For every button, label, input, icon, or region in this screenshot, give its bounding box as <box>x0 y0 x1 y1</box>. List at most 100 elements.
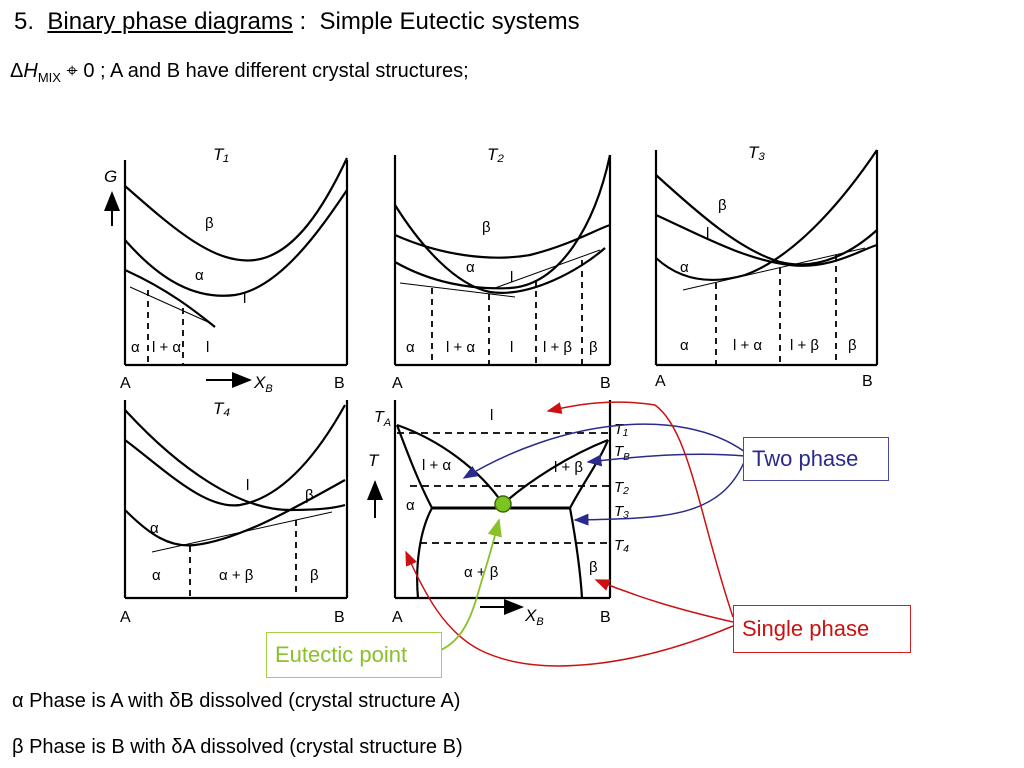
single-phase-arrow-beta <box>594 579 734 623</box>
p4-b: B <box>334 609 345 626</box>
p2-region-1: α <box>406 339 415 356</box>
pd-ta: TA <box>374 409 391 429</box>
alpha-note-text2: B dissolved (crystal structure A) <box>180 690 461 712</box>
eutectic-arrow <box>435 518 502 653</box>
two-phase-arrow-l-beta <box>586 453 746 467</box>
solidus-left <box>395 424 433 509</box>
p2-alpha: α <box>466 259 475 276</box>
p2-region-2: l + α <box>446 339 475 356</box>
p1-xb: XB <box>253 373 273 395</box>
p2-a: A <box>392 375 403 392</box>
curve-liquid <box>655 213 878 267</box>
p3-region-2: l + α <box>733 337 762 354</box>
curve-beta <box>124 409 346 512</box>
p2-b: B <box>600 375 611 392</box>
tangent-left <box>399 282 516 298</box>
g-axis-label: G <box>104 167 117 186</box>
pd-tb: TB <box>614 443 630 463</box>
title-underlined: Binary phase diagrams <box>47 8 293 35</box>
p1-liquid: l <box>243 290 246 307</box>
p1-region-3: l <box>206 339 209 356</box>
pd-liquid: l <box>490 407 493 424</box>
common-tangent <box>129 286 209 323</box>
eutectic-point-marker <box>494 495 512 513</box>
solidus-right <box>569 439 610 509</box>
t-axis-label: T <box>368 451 380 470</box>
pd-alpha: α <box>406 497 415 514</box>
p3-region-4: β <box>848 337 857 354</box>
single-phase-label: Single phase <box>733 605 911 653</box>
pd-t2: T₂ <box>614 479 629 496</box>
p3-a: A <box>655 373 666 390</box>
tangent-right <box>494 249 601 289</box>
curve-alpha <box>124 189 348 297</box>
delta-symbol: Δ <box>10 60 24 82</box>
panel-phase-diagram <box>393 400 612 600</box>
pd-alpha-beta: α + β <box>464 564 499 581</box>
alpha-note-text1: Phase is A with <box>29 690 164 712</box>
p4-region-3: β <box>310 567 319 584</box>
p3-b: B <box>862 373 873 390</box>
p4-liquid: l <box>246 477 249 494</box>
p4-beta: β <box>305 487 314 504</box>
p1-temp: T₁ <box>213 145 229 164</box>
p1-alpha: α <box>195 267 204 284</box>
two-phase-label: Two phase <box>743 437 889 481</box>
single-phase-arrow-liquid <box>546 401 734 618</box>
curve-alpha <box>394 154 612 290</box>
subtitle: ΔHMIX ⌖ 0 ; A and B have different cryst… <box>10 60 469 85</box>
p3-alpha: α <box>680 259 689 276</box>
common-tangent <box>682 247 866 291</box>
p3-region-3: l + β <box>790 337 819 354</box>
p4-alpha: α <box>150 520 159 537</box>
title-rest: Simple Eutectic systems <box>319 8 580 35</box>
panel-t4 <box>123 400 349 600</box>
alpha-symbol: α <box>12 690 24 712</box>
mix-subscript: MIX <box>37 70 61 85</box>
curve-beta <box>655 174 878 266</box>
h-symbol: H <box>23 60 38 82</box>
curve-alpha <box>124 479 346 547</box>
subtitle-text: 0 ; A and B have different crystal struc… <box>83 60 469 82</box>
curve-beta <box>394 223 611 259</box>
beta-note: β Phase is B with δA dissolved (crystal … <box>12 736 463 759</box>
panel-t3 <box>654 149 879 367</box>
liquidus-right <box>502 438 609 505</box>
panel-t2 <box>393 154 612 367</box>
beta-note-text2: A dissolved (crystal structure B) <box>182 736 463 758</box>
alpha-delta: δ <box>169 690 181 712</box>
p4-region-2: α + β <box>219 567 254 584</box>
curve-beta <box>124 157 348 262</box>
curve-alpha <box>655 149 878 281</box>
p3-temp: T₃ <box>748 143 765 162</box>
p2-region-5: β <box>589 339 598 356</box>
page-title: 5. Binary phase diagrams : Simple Eutect… <box>14 8 580 36</box>
p2-region-4: l + β <box>543 339 572 356</box>
curve-liquid <box>124 404 346 507</box>
beta-symbol: β <box>12 736 24 758</box>
curve-liquid <box>124 268 216 328</box>
two-phase-arrow-alpha-beta <box>573 459 746 526</box>
p1-region-2: l + α <box>152 339 181 356</box>
pd-a: A <box>392 609 403 626</box>
pd-b: B <box>600 609 611 626</box>
pd-l-beta: l + β <box>554 459 583 476</box>
p1-b: B <box>334 375 345 392</box>
p4-temp: T₄ <box>213 399 230 418</box>
solvus-right <box>568 507 584 599</box>
p4-region-1: α <box>152 567 161 584</box>
solvus-left <box>416 507 433 599</box>
beta-note-text1: Phase is B with <box>29 736 166 758</box>
p2-beta: β <box>482 219 491 236</box>
p3-liquid: l <box>706 225 709 242</box>
alpha-note: α Phase is A with δB dissolved (crystal … <box>12 690 460 713</box>
p2-region-3: l <box>510 339 513 356</box>
curve-liquid <box>394 204 606 294</box>
two-phase-arrow-l-alpha <box>462 423 746 479</box>
liquidus-left <box>396 423 504 505</box>
p2-temp: T₂ <box>487 145 504 164</box>
p4-a: A <box>120 609 131 626</box>
single-phase-arrow-alpha <box>405 550 734 667</box>
p2-liquid: l <box>510 269 513 286</box>
